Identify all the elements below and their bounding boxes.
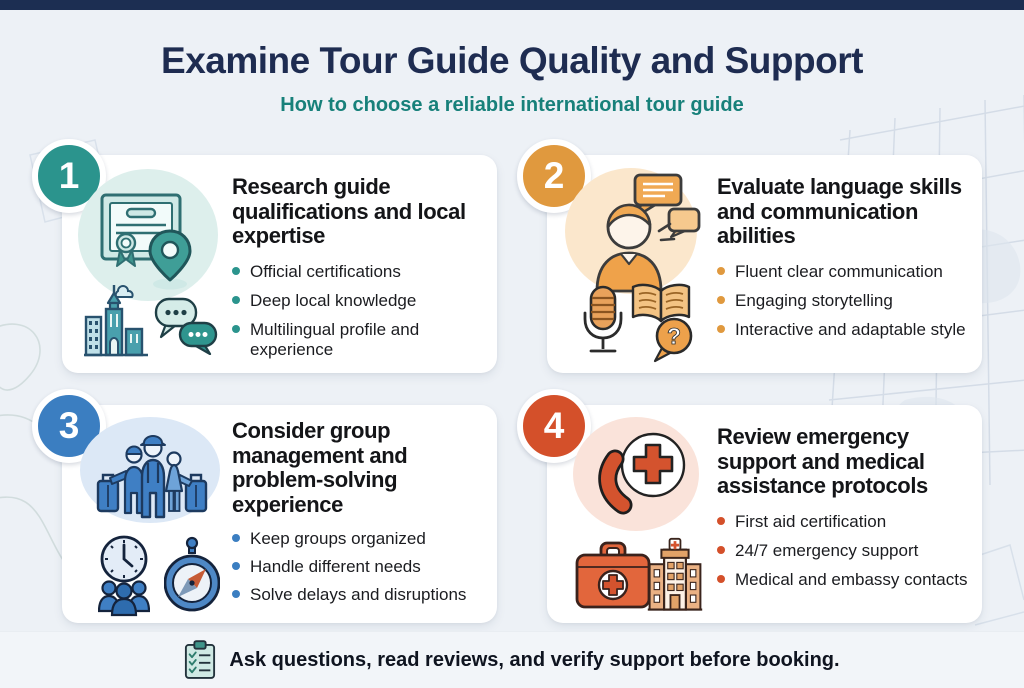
bullet-item: Engaging storytelling	[717, 291, 975, 311]
card-title: Consider group management and problem-so…	[232, 418, 408, 517]
chat-bubbles-icon	[154, 297, 218, 355]
card-title: Evaluate language skills and communicati…	[717, 174, 962, 249]
bullet-list: Fluent clear communication Engaging stor…	[717, 262, 975, 340]
bullet-text: Deep local knowledge	[250, 290, 417, 310]
bullet-item: Solve delays and disruptions	[232, 585, 490, 605]
bullet-dot	[232, 295, 240, 304]
bullet-text: Handle different needs	[250, 556, 421, 576]
compass-icon	[164, 536, 220, 612]
bullet-list: First aid certification 24/7 emergency s…	[717, 512, 975, 590]
bullet-text: Multilingual profile and experience	[250, 319, 420, 360]
step-number: 4	[543, 405, 565, 446]
checklist-clipboard-icon	[185, 640, 216, 679]
bullet-item: Interactive and adaptable style	[717, 320, 975, 340]
top-accent-bar	[0, 0, 1024, 10]
open-book-icon	[631, 283, 691, 323]
card-title: Research guide qualifications and local …	[232, 174, 466, 249]
svg-text:?: ?	[667, 323, 681, 349]
bullet-text: Fluent clear communication	[735, 261, 943, 281]
card-language-skills: 2 ? Evaluate lang	[517, 139, 982, 373]
bullet-item: Handle different needs	[232, 557, 490, 577]
bullet-dot	[717, 545, 725, 554]
certificate-location-icon	[100, 193, 192, 290]
bullet-item: Fluent clear communication	[717, 262, 975, 282]
traveler-group-icon	[96, 435, 208, 519]
question-bubble-icon: ?	[653, 317, 693, 363]
bullet-text: Official certifications	[250, 261, 401, 281]
first-aid-kit-icon	[575, 541, 651, 609]
bullet-item: Official certifications	[232, 262, 490, 282]
bullet-dot	[717, 516, 725, 525]
clock-people-icon	[98, 535, 150, 617]
bullet-item: Deep local knowledge	[232, 291, 490, 311]
bullet-dot	[717, 324, 725, 333]
bullet-item: Keep groups organized	[232, 529, 490, 549]
footer-note-bar: Ask questions, read reviews, and verify …	[0, 631, 1024, 688]
bullet-dot	[717, 266, 725, 275]
bullet-text: Solve delays and disruptions	[250, 584, 467, 604]
card-group-management: 3	[32, 389, 497, 623]
card-title: Review emergency support and medical ass…	[717, 424, 928, 499]
emergency-call-icon	[598, 432, 686, 515]
bullet-text: First aid certification	[735, 511, 887, 531]
bullet-item: Multilingual profile and experience	[232, 320, 490, 360]
bullet-dot	[717, 295, 725, 304]
bullet-dot	[232, 266, 240, 275]
bullet-dot	[232, 533, 240, 542]
step-number: 2	[543, 155, 565, 196]
bullet-text: Engaging storytelling	[735, 290, 893, 310]
speaking-person-icon	[595, 173, 701, 293]
footer-note-text: Ask questions, read reviews, and verify …	[229, 648, 840, 671]
bullet-list: Keep groups organized Handle different n…	[232, 529, 490, 605]
bullet-text: 24/7 emergency support	[735, 540, 919, 560]
step-number: 3	[58, 405, 80, 446]
bullet-text: Medical and embassy contacts	[735, 569, 968, 589]
card-emergency-support: 4 Review emergency supp	[517, 389, 982, 623]
bullet-dot	[232, 589, 240, 598]
bullet-dot	[717, 574, 725, 583]
bullet-text: Keep groups organized	[250, 528, 426, 548]
bullet-item: 24/7 emergency support	[717, 541, 975, 561]
bullet-list: Official certifications Deep local knowl…	[232, 262, 490, 360]
bullet-item: Medical and embassy contacts	[717, 570, 975, 590]
step-number-badge: 4	[517, 389, 591, 463]
bullet-dot	[232, 561, 240, 570]
page-title: Examine Tour Guide Quality and Support	[161, 40, 863, 81]
bullet-text: Interactive and adaptable style	[735, 319, 966, 339]
page-subtitle: How to choose a reliable international t…	[280, 94, 744, 116]
step-number: 1	[58, 155, 80, 196]
bullet-item: First aid certification	[717, 512, 975, 532]
microphone-icon	[583, 285, 623, 353]
bullet-dot	[232, 324, 240, 333]
city-skyline-icon	[84, 285, 148, 357]
hospital-icon	[647, 537, 703, 611]
card-research-qualifications: 1	[32, 139, 497, 373]
